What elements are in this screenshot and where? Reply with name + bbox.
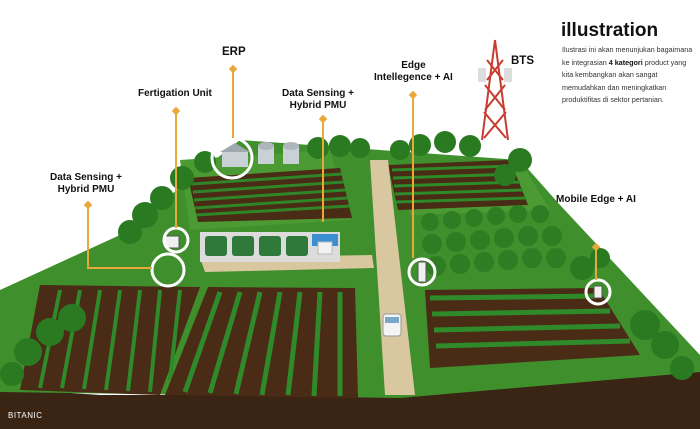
label-erp: ERP bbox=[222, 46, 246, 58]
edge-marker bbox=[407, 257, 437, 287]
tank-icon bbox=[200, 232, 340, 262]
label-edge-intelligence: Edge Intellegence + AI bbox=[374, 60, 453, 83]
mobile-edge-marker bbox=[584, 278, 612, 306]
label-data-sensing-left: Data Sensing + Hybrid PMU bbox=[50, 172, 122, 195]
info-text-before: Ilustrasi ini akan menunjukan bagaimana … bbox=[562, 45, 693, 67]
info-text-after: product yang kita kembangkan akan sangat… bbox=[562, 57, 687, 105]
info-title: illustration bbox=[561, 20, 659, 41]
info-text: Ilustrasi ini akan menunjukan bagaimana … bbox=[562, 44, 698, 107]
brand-logo: BITANIC bbox=[8, 411, 43, 420]
tower-icon bbox=[481, 39, 509, 141]
warehouse-icon bbox=[220, 142, 299, 167]
truck-icon bbox=[382, 313, 402, 337]
label-mobile-edge: Mobile Edge + AI bbox=[556, 194, 636, 205]
info-text-bold: 4 kategori bbox=[608, 57, 643, 67]
orchard bbox=[421, 205, 566, 276]
label-data-sensing-center: Data Sensing + Hybrid PMU bbox=[282, 88, 354, 111]
road bbox=[370, 160, 415, 395]
label-fertigation-unit: Fertigation Unit bbox=[138, 88, 212, 99]
sensing-marker bbox=[150, 252, 186, 288]
label-bts: BTS bbox=[511, 55, 534, 67]
